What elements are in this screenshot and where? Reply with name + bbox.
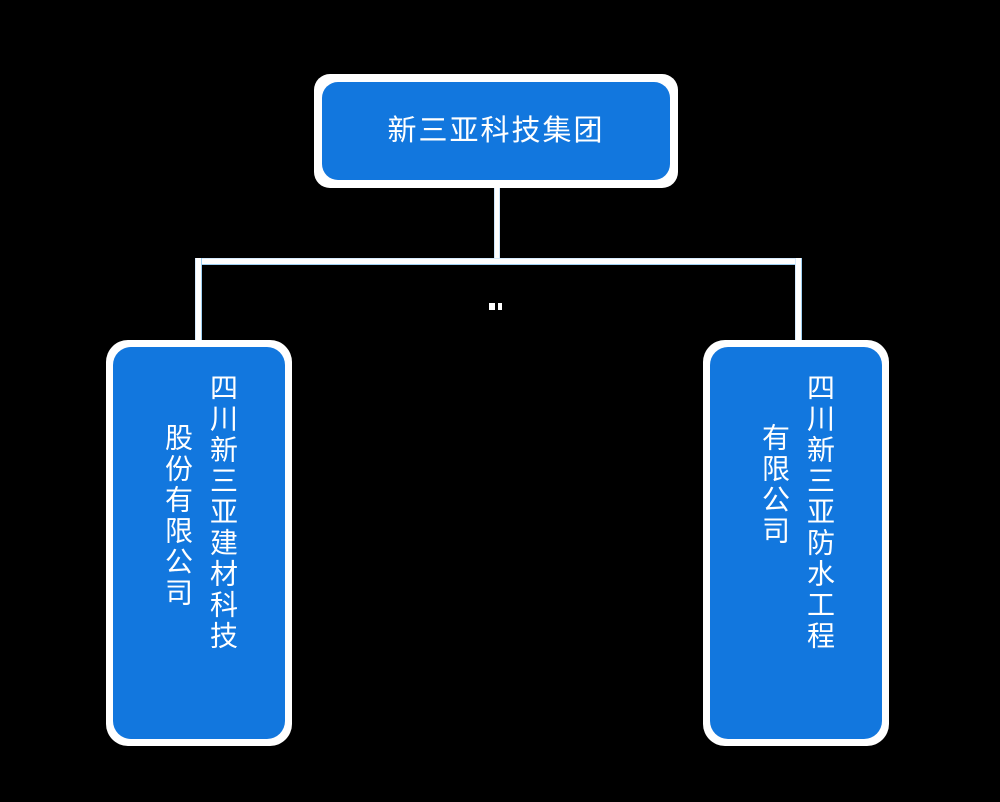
left-child-vertical-text: 四川新三亚建材科技 股份有限公司 bbox=[113, 347, 285, 739]
connector-root-vertical bbox=[494, 180, 500, 262]
connector-horizontal-bus bbox=[195, 258, 802, 265]
right-child-label-column-2: 有限公司 bbox=[759, 423, 790, 547]
org-node-root[interactable]: 新三亚科技集团 bbox=[322, 82, 670, 180]
org-node-left-child[interactable]: 四川新三亚建材科技 股份有限公司 bbox=[113, 347, 285, 739]
center-artifact-mark-1 bbox=[489, 303, 495, 310]
right-child-vertical-text: 四川新三亚防水工程 有限公司 bbox=[710, 347, 882, 739]
left-child-label-column-1: 四川新三亚建材科技 bbox=[206, 373, 238, 652]
connector-left-branch bbox=[195, 258, 202, 350]
org-node-right-child[interactable]: 四川新三亚防水工程 有限公司 bbox=[710, 347, 882, 739]
right-child-label-column-1: 四川新三亚防水工程 bbox=[803, 373, 835, 652]
org-node-root-label: 新三亚科技集团 bbox=[387, 114, 605, 147]
connector-right-branch bbox=[795, 258, 802, 350]
center-artifact-mark-2 bbox=[498, 303, 502, 310]
left-child-label-column-2: 股份有限公司 bbox=[162, 423, 193, 609]
